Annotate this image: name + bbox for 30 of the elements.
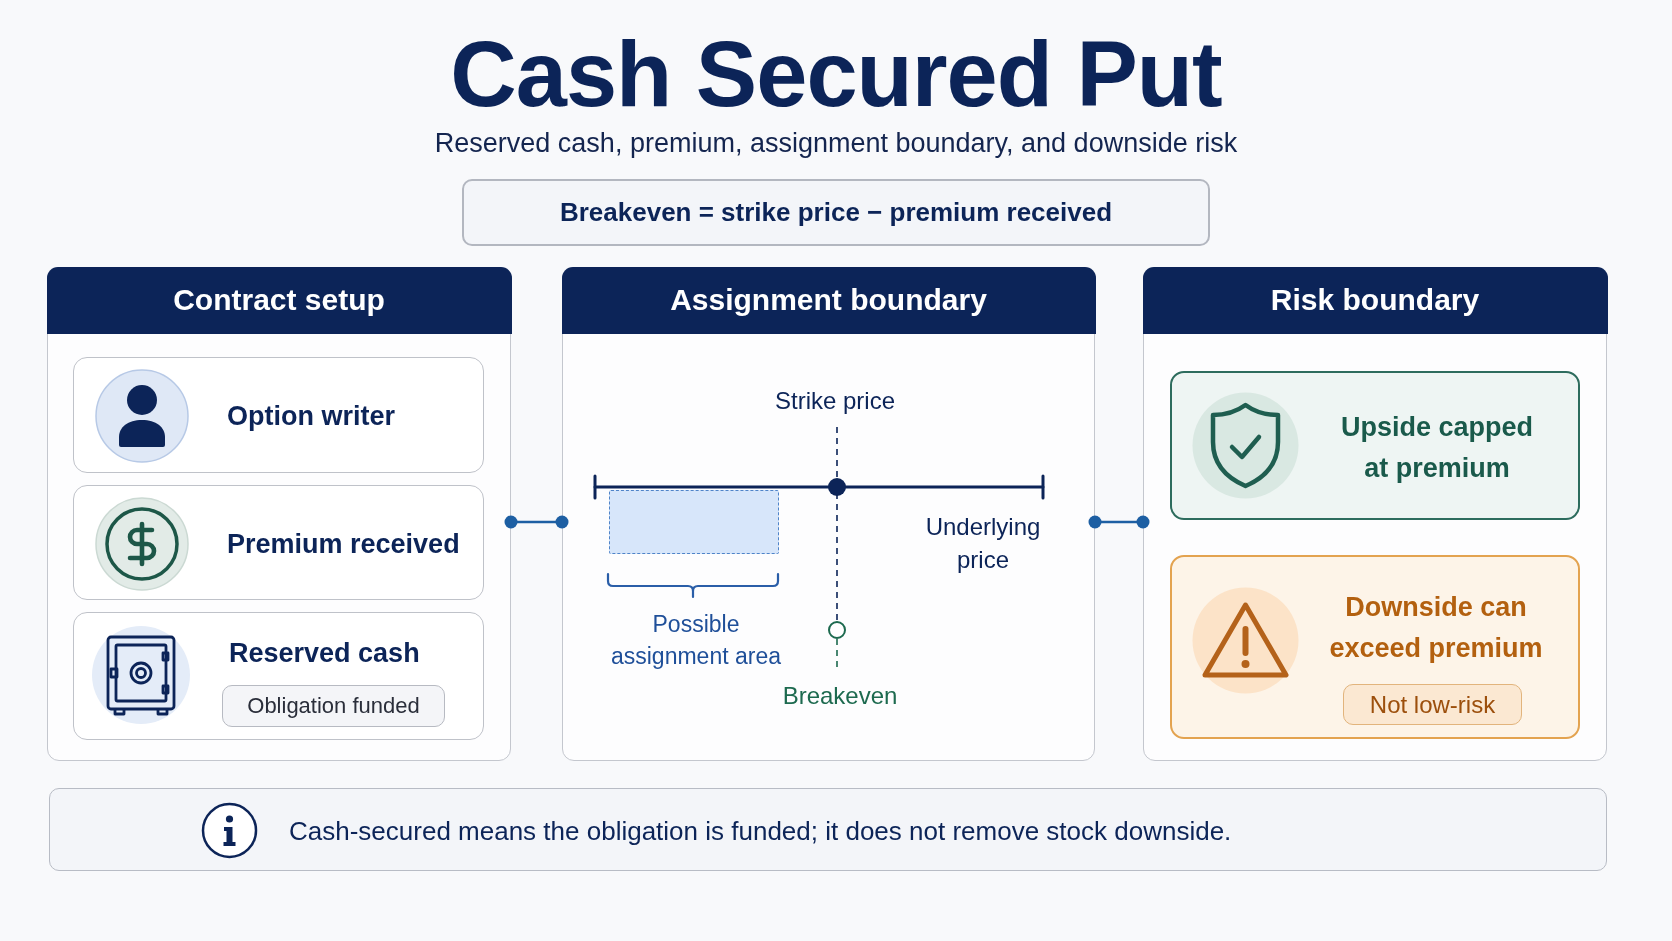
card-label: Reserved cash: [229, 637, 420, 670]
info-card: [73, 357, 484, 473]
note-text: Cash-secured means the obligation is funded; it does not remove stock downside.: [289, 814, 1232, 847]
info-card: [73, 485, 484, 600]
assignment-area: [609, 490, 779, 554]
card-label: Option writer: [227, 400, 395, 433]
info-card: [1170, 371, 1580, 520]
note-bar: [49, 788, 1607, 871]
connector: [1088, 515, 1150, 529]
area-label: Possible assignment area: [609, 610, 782, 671]
info-card: [73, 612, 484, 740]
panel-header: Contract setup: [46, 266, 512, 334]
section-panel: [562, 267, 1095, 761]
section-panel: [1143, 267, 1607, 761]
marker-label: Strike price: [775, 386, 895, 416]
panel-header: Assignment boundary: [561, 266, 1096, 334]
status-tag: Not low-risk: [1343, 684, 1522, 725]
title: Cash Secured Put: [450, 24, 1222, 124]
connector: [504, 515, 569, 529]
axis-label: Underlying price: [924, 512, 1042, 575]
info-card: [1170, 555, 1580, 739]
panel-header: Risk boundary: [1142, 266, 1608, 334]
formula-box: Breakeven = strike price − premium received: [462, 179, 1210, 246]
card-label: Upside capped at premium: [1339, 410, 1534, 485]
subtitle: Reserved cash, premium, assignment boundary, and downside risk: [434, 127, 1238, 160]
marker-label: Breakeven: [782, 681, 898, 711]
card-label: Premium received: [227, 527, 460, 561]
status-tag: Obligation funded: [222, 685, 445, 727]
section-panel: [47, 267, 511, 761]
card-label: Downside can exceed premium: [1328, 591, 1544, 665]
